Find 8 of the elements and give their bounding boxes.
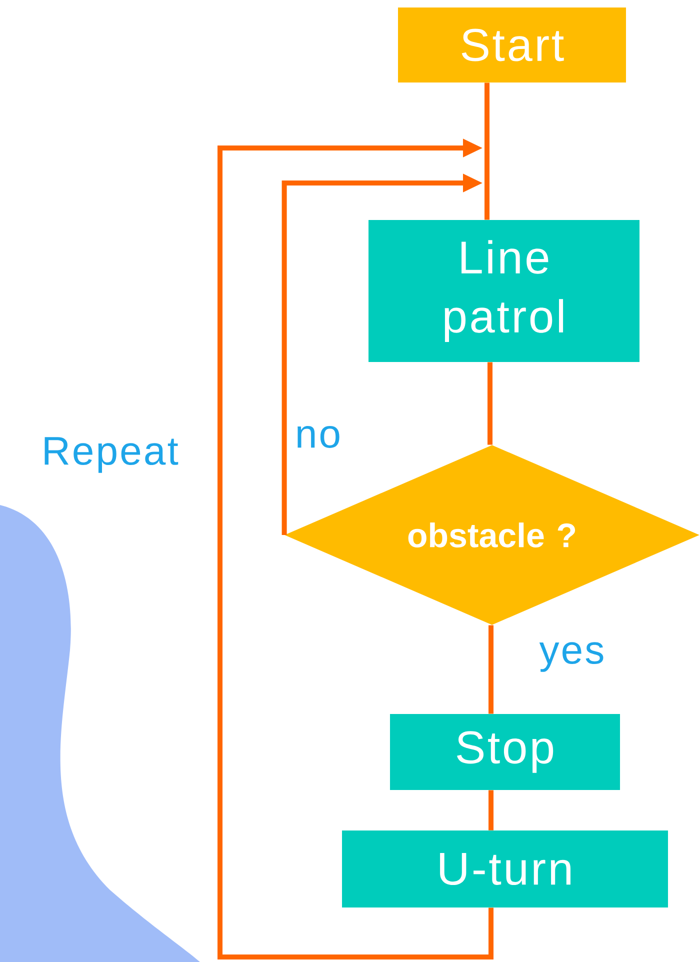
process-box: Line patrol	[368, 220, 640, 362]
edge-label: no	[298, 426, 340, 448]
process-box: U-turn	[342, 830, 668, 908]
process-box: Stop	[390, 714, 620, 790]
arrow	[218, 138, 494, 960]
process-box: Start	[398, 8, 626, 82]
edge-label: Repeat	[44, 437, 178, 473]
edge-label: yes	[539, 642, 604, 672]
